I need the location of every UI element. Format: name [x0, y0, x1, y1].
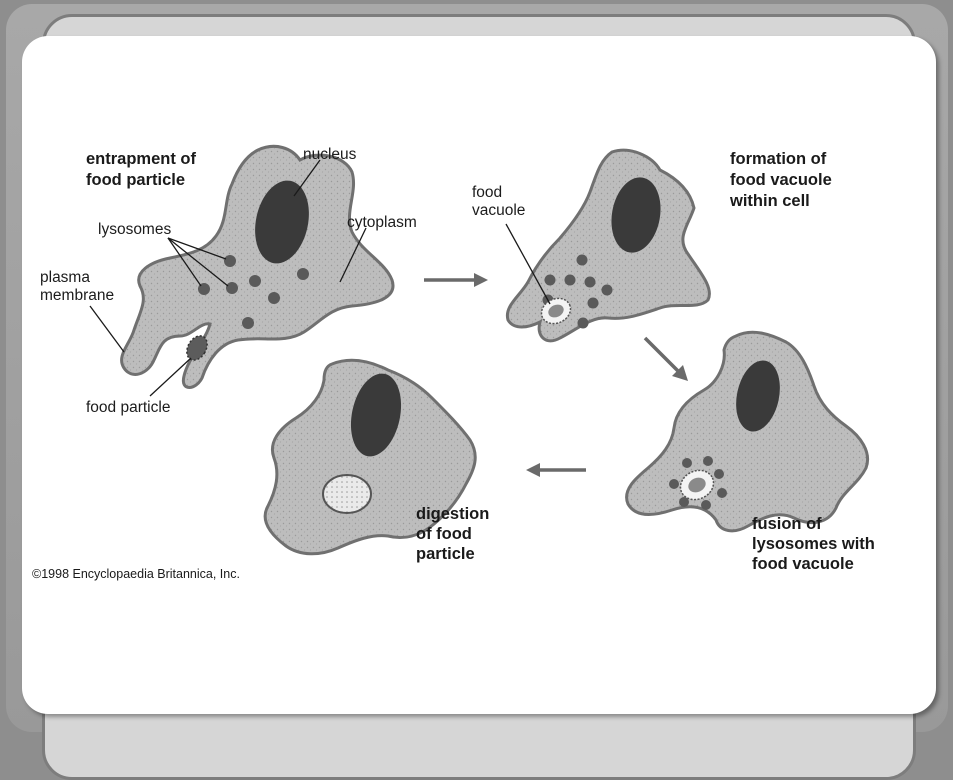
label-cytoplasm: cytoplasm	[347, 214, 417, 231]
cell-fusion	[627, 332, 868, 531]
lysosome	[268, 292, 280, 304]
step-digestion-title: digestion of food particle	[416, 505, 494, 563]
copyright-notice: ©1998 Encyclopaedia Britannica, Inc.	[32, 567, 240, 581]
step-entrapment-title: entrapment of food particle	[86, 150, 201, 189]
step-formation-title: formation of food vacuole within cell	[729, 150, 836, 210]
lysosome	[703, 456, 713, 466]
digestion-vacuole	[323, 475, 371, 513]
lysosome	[297, 268, 309, 280]
label-food-vacuole: food vacuole	[472, 184, 525, 219]
arrow-step-2-to-3	[645, 338, 678, 371]
lysosome	[545, 275, 556, 286]
lysosome	[682, 458, 692, 468]
label-plasma-membrane: plasma membrane	[40, 269, 114, 304]
lysosome	[585, 277, 596, 288]
lysosome	[701, 500, 711, 510]
lysosome	[588, 298, 599, 309]
label-food-particle: food particle	[86, 399, 170, 416]
lysosome	[669, 479, 679, 489]
lysosome	[565, 275, 576, 286]
lysosome	[224, 255, 236, 267]
label-nucleus: nucleus	[303, 146, 357, 163]
leader-plasma-membrane	[90, 306, 124, 352]
arrowhead	[474, 273, 488, 287]
lysosome	[577, 255, 588, 266]
lysosome	[679, 497, 689, 507]
lysosome	[714, 469, 724, 479]
cell-formation	[507, 150, 709, 341]
arrowhead	[526, 463, 540, 477]
lysosome	[602, 285, 613, 296]
step-fusion-title: fusion of lysosomes with food vacuole	[752, 515, 879, 573]
phagocytosis-diagram: entrapment of food particle formation of…	[0, 0, 953, 735]
cell-fusion-body	[627, 332, 868, 531]
lysosome	[249, 275, 261, 287]
lysosome	[717, 488, 727, 498]
cell-formation-body	[507, 150, 709, 341]
lysosome	[242, 317, 254, 329]
lysosome	[226, 282, 238, 294]
label-lysosomes: lysosomes	[98, 221, 171, 238]
lysosome	[578, 318, 589, 329]
